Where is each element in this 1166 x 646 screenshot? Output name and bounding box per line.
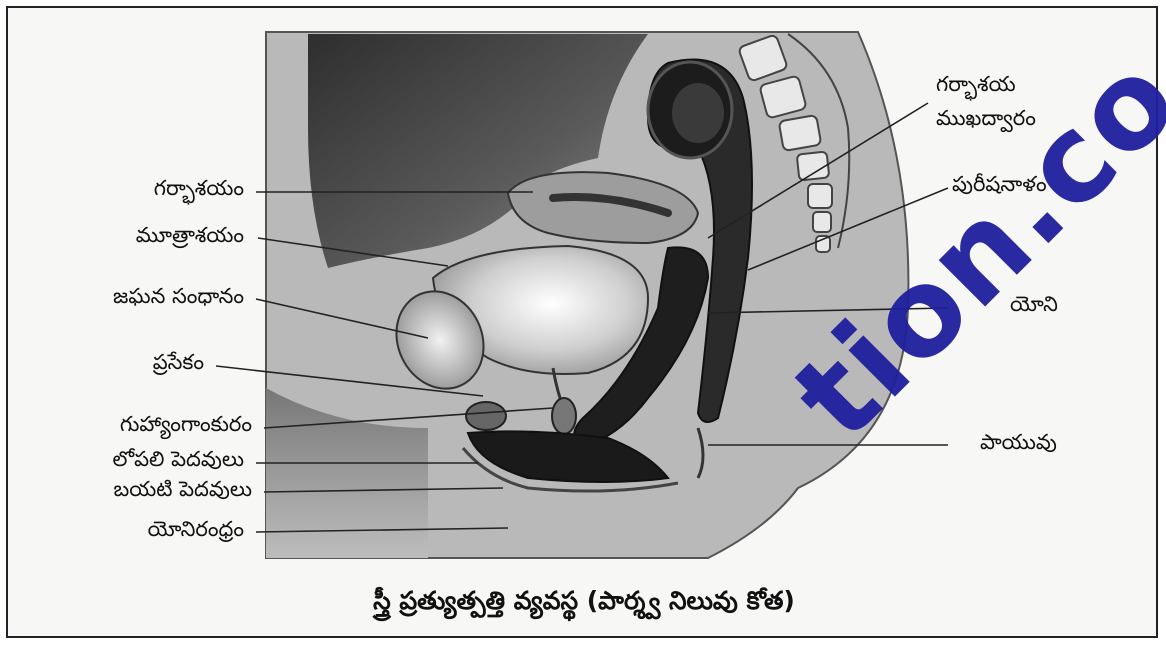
label-vaginal-orifice: యోనిరంధ్రం xyxy=(148,519,244,540)
label-labia-majora: బయటి పెదవులు xyxy=(113,479,252,500)
figure-frame: గర్భాశయం మూత్రాశయం జఘన సంధానం ప్రసేకం గు… xyxy=(6,6,1158,638)
label-anus: పాయువు xyxy=(980,432,1057,453)
label-urinary-bladder: మూత్రాశయం xyxy=(136,225,244,246)
figure-caption: స్త్రీ ప్రత్యుత్పత్తి వ్యవస్థ (పార్శ్వ న… xyxy=(8,586,1160,622)
label-clitoris: గుహ్యాంగాంకురం xyxy=(120,414,252,435)
label-pubic-symphysis: జఘన సంధానం xyxy=(113,286,244,307)
label-labia-minora: లోపలి పెదవులు xyxy=(113,449,244,470)
label-uterus: గర్భాశయం xyxy=(154,178,244,199)
label-cervix-line1: గర్భాశయ xyxy=(936,74,1016,95)
label-urethra: ప్రసేకం xyxy=(153,352,204,373)
